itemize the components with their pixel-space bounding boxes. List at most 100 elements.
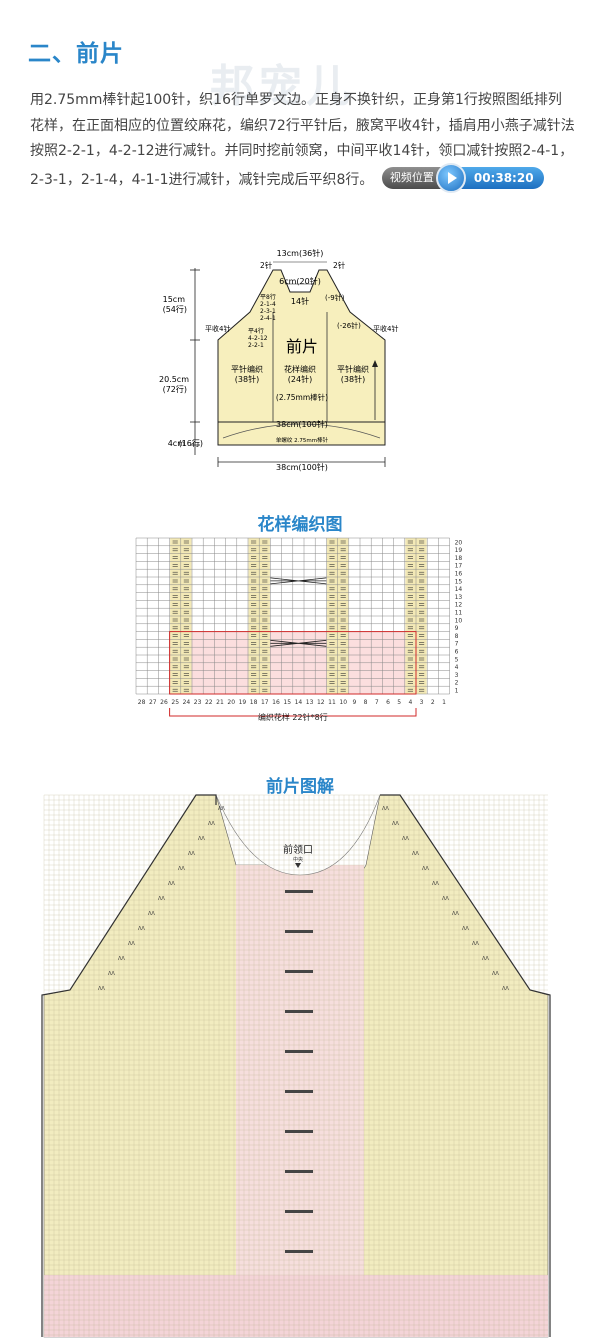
needle-label: (2.75mm棒针) [276, 392, 328, 402]
neck-note-4: 2-4-1 [260, 315, 276, 322]
raglan-note-3: 2-2-1 [248, 342, 264, 349]
col-number: 16 [272, 699, 280, 706]
center-panel-count: (24针) [288, 374, 312, 384]
col-number: 25 [171, 699, 179, 706]
bottom-width-label: 38cm(100针) [276, 462, 328, 472]
raglan-note-1: 平4行 [248, 327, 264, 335]
col-number: 23 [194, 699, 202, 706]
col-number: 6 [386, 699, 390, 706]
decrease-mark: ᐱᐱ [148, 911, 155, 917]
col-number: 5 [397, 699, 401, 706]
neck-note-1: 平8行 [260, 293, 276, 301]
cable-cross-row [285, 1210, 313, 1213]
repeat-label: 编织花样 22针*8行 [258, 712, 328, 722]
neck-note-3: 2-3-1 [260, 308, 276, 315]
col-number: 22 [205, 699, 213, 706]
col-number: 27 [149, 699, 157, 706]
row-number: 19 [455, 547, 463, 554]
decrease-mark: ᐱᐱ [138, 926, 145, 932]
height-top-rows: (54行) [163, 304, 187, 314]
center-cast-off: 14针 [291, 296, 309, 306]
pattern-chart-title: 花样编织图 [257, 515, 343, 535]
row-number: 6 [455, 649, 459, 656]
cable-cross-row [285, 1250, 313, 1253]
col-number: 4 [408, 699, 412, 706]
row-number: 7 [455, 641, 459, 648]
left-panel-count: (38针) [235, 374, 259, 384]
decrease-mark: ᐱᐱ [492, 971, 499, 977]
row-number: 3 [455, 672, 459, 679]
col-number: 20 [227, 699, 235, 706]
decrease-mark: ᐱᐱ [218, 806, 225, 812]
decrease-mark: ᐱᐱ [502, 986, 509, 992]
decrease-mark: ᐱᐱ [208, 821, 215, 827]
col-number: 9 [352, 699, 356, 706]
cable-cross-row [285, 970, 313, 973]
play-icon[interactable] [435, 162, 466, 193]
cable-cross-row [285, 930, 313, 933]
row-number: 9 [455, 625, 459, 632]
decrease-mark: ᐱᐱ [412, 851, 419, 857]
col-number: 13 [306, 699, 314, 706]
top-width-label: 13cm(36针) [277, 248, 324, 258]
video-label: 视频位置 [381, 166, 442, 189]
height-bot-rows: (16行) [179, 438, 203, 448]
col-number: 2 [431, 699, 435, 706]
armhole-right-label: 平收4针 [373, 324, 398, 333]
raglan-note-2: 4-2-12 [248, 335, 268, 342]
cable-cross-row [285, 1130, 313, 1133]
col-number: 24 [183, 699, 191, 706]
schematic-body [217, 269, 386, 446]
cable-cross-symbol [270, 577, 327, 585]
instructions-body: 用2.75mm棒针起100针，织16行单罗文边。正身不换针织，正身第1行按照图纸… [30, 92, 575, 188]
cable-cross-row [285, 1090, 313, 1093]
col-number: 12 [317, 699, 325, 706]
left-top-stitch: 2针 [260, 260, 273, 270]
inner-width-label: 6cm(20针) [279, 276, 321, 286]
instructions-text: 用2.75mm棒针起100针，织16行单罗文边。正身不换针织，正身第1行按照图纸… [30, 88, 575, 195]
col-number: 14 [295, 699, 303, 706]
right-panel-count: (38针) [341, 374, 365, 384]
col-number: 10 [339, 699, 347, 706]
section-title: 二、前片 [28, 41, 124, 67]
row-number: 15 [455, 578, 463, 585]
video-timecode: 00:38:20 [459, 166, 544, 189]
center-label: 中央 [293, 856, 303, 863]
row-number: 11 [455, 610, 463, 617]
center-arrow [295, 863, 301, 868]
row-number: 18 [455, 555, 463, 562]
rib-band [44, 1275, 548, 1337]
row-number: 17 [455, 563, 463, 570]
decrease-mark: ᐱᐱ [108, 971, 115, 977]
decrease-mark: ᐱᐱ [158, 896, 165, 902]
front-chart-title: 前片图解 [266, 777, 334, 797]
col-number: 15 [283, 699, 291, 706]
left-panel-label: 平针编织 [231, 364, 263, 374]
schematic-title: 前片 [286, 337, 318, 356]
cable-cross-row [285, 1170, 313, 1173]
armhole-left-label: 平收4针 [205, 324, 230, 333]
decrease-mark: ᐱᐱ [402, 836, 409, 842]
col-number: 1 [442, 699, 446, 706]
neck-right-note: (-9针) [325, 293, 345, 302]
decrease-mark: ᐱᐱ [198, 836, 205, 842]
video-position-button[interactable]: 视频位置 00:38:20 [381, 162, 544, 193]
decrease-mark: ᐱᐱ [452, 911, 459, 917]
row-number: 4 [455, 664, 459, 671]
row-number: 1 [455, 688, 459, 695]
body-width-label: 38cm(100针) [276, 419, 328, 429]
col-number: 7 [375, 699, 379, 706]
decrease-mark: ᐱᐱ [382, 806, 389, 812]
watermark: 邦宠儿 [210, 61, 354, 112]
cable-cross-symbol [270, 639, 327, 647]
center-cable-panel [236, 865, 364, 1337]
col-number: 11 [328, 699, 336, 706]
row-number: 2 [455, 680, 459, 687]
neck-label: 前领口 [283, 843, 313, 856]
decrease-mark: ᐱᐱ [98, 986, 105, 992]
decrease-mark: ᐱᐱ [188, 851, 195, 857]
decrease-mark: ᐱᐱ [482, 956, 489, 962]
cable-cross-row [285, 1050, 313, 1053]
